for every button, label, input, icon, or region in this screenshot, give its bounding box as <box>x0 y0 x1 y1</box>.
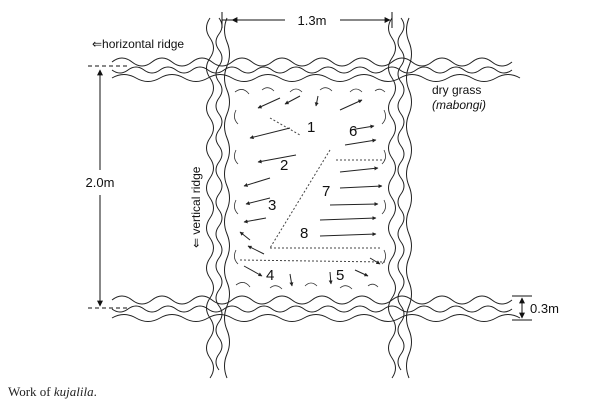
ridge-height-label: 0.3m <box>530 301 559 316</box>
section-number: 5 <box>336 267 344 284</box>
vertical-ridge-label: ⇐ vertical ridge <box>189 166 203 248</box>
flow-arrows <box>239 95 383 287</box>
height-label: 2.0m <box>86 175 115 190</box>
caption-prefix: Work of <box>8 384 54 399</box>
width-label: 1.3m <box>298 13 327 28</box>
caption-term: kujalila <box>53 384 94 399</box>
section-number: 4 <box>266 267 274 284</box>
section-number: 8 <box>300 225 308 242</box>
section-number: 7 <box>322 183 330 200</box>
section-number: 2 <box>280 157 288 174</box>
dry-grass-local-label: (mabongi) <box>432 98 486 112</box>
horizontal-ridge-top <box>111 57 521 82</box>
caption-suffix: . <box>93 384 97 399</box>
section-number: 1 <box>307 119 315 136</box>
section-number: 6 <box>349 123 357 140</box>
width-dimension <box>221 12 393 28</box>
dry-grass-label: dry grass <box>432 83 481 97</box>
section-dividers <box>239 117 386 263</box>
figure-caption: Work of kujalila. <box>8 384 97 400</box>
dry-grass-scatter <box>234 87 386 290</box>
vertical-ridge-right <box>388 17 412 379</box>
horizontal-ridge-label: ⇐horizontal ridge <box>92 37 184 51</box>
ridge-height-dimension <box>512 295 532 321</box>
horizontal-ridge-bottom <box>111 295 521 322</box>
section-number: 3 <box>268 197 276 214</box>
vertical-ridge-left <box>206 17 230 379</box>
height-dimension <box>88 65 130 309</box>
